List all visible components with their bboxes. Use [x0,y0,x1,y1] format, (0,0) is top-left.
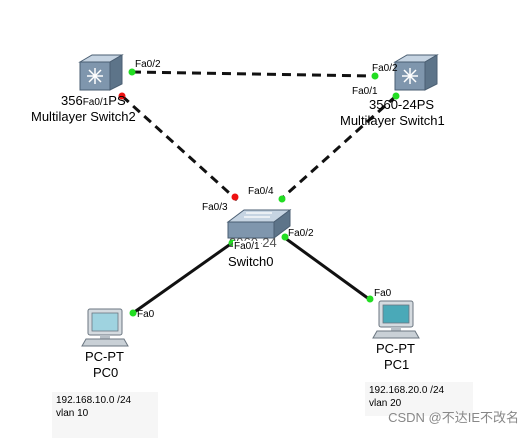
link-status-dot [118,92,126,100]
link-status-dot [392,92,400,100]
link-mls2-switch0[interactable] [120,94,239,202]
switch0-icon[interactable] [226,209,292,239]
pc0-name-label: PC0 [93,365,119,380]
pc0-vlan-note: vlan 10 [56,408,89,419]
link-status-dot [281,233,289,241]
link-status-dot [129,309,137,317]
link-status-dot [231,193,239,201]
port-label-mls2-fa01: Fa0/1 [82,97,109,108]
pc1-ip-note: 192.168.20.0 /24 [369,385,445,396]
link-mls1-switch0[interactable] [278,94,398,202]
port-label-mls1-fa01: Fa0/1 [352,86,378,97]
port-label-pc1-fa0: Fa0 [374,288,392,299]
mls2-model: 356 [61,93,83,108]
pc0-icon[interactable] [81,308,129,347]
link-status-dot [366,295,374,303]
switch0-name-label: Switch0 [228,254,274,269]
link-status-dot [128,68,136,76]
port-label-mls2-fa02: Fa0/2 [135,59,161,70]
link-status-dot [371,72,379,80]
pc1-model-label: PC-PT [376,341,415,356]
port-label-sw0-fa03: Fa0/3 [202,202,228,213]
multilayer-switch1-icon[interactable] [393,54,439,91]
port-label-sw0-fa01: Fa0/1 [233,241,261,252]
watermark: CSDN @不达IE不改名 [388,410,519,425]
pc1-vlan-note: vlan 20 [369,398,402,409]
pc0-model-label: PC-PT [85,349,124,364]
mls2-model-label: 356Fa0/1PS [61,93,126,108]
port-label-sw0-fa04: Fa0/4 [248,186,274,197]
port-label-mls1-fa02: Fa0/2 [372,63,398,74]
port-label-pc0-fa0: Fa0 [137,309,155,320]
mls2-model-suffix: PS [108,93,126,108]
pc1-name-label: PC1 [384,357,410,372]
pc0-note[interactable]: 192.168.10.0 /24 vlan 10 [52,392,158,438]
multilayer-switch2-icon[interactable] [78,54,124,91]
mls1-model-label: 3560-24PS [369,97,435,112]
mls2-name-label: Multilayer Switch2 [31,109,136,124]
port-label-sw0-fa02: Fa0/2 [288,228,314,239]
pc0-ip-note: 192.168.10.0 /24 [56,395,132,406]
link-mls2-mls1[interactable] [131,70,376,78]
link-status-dot [278,195,286,203]
mls1-name-label: Multilayer Switch1 [340,113,445,128]
link-pc1-switch0[interactable] [284,236,370,301]
link-pc0-switch0[interactable] [132,241,233,315]
pc1-icon[interactable] [372,300,420,339]
pc1-note[interactable]: 192.168.20.0 /24 vlan 20 [365,382,473,416]
